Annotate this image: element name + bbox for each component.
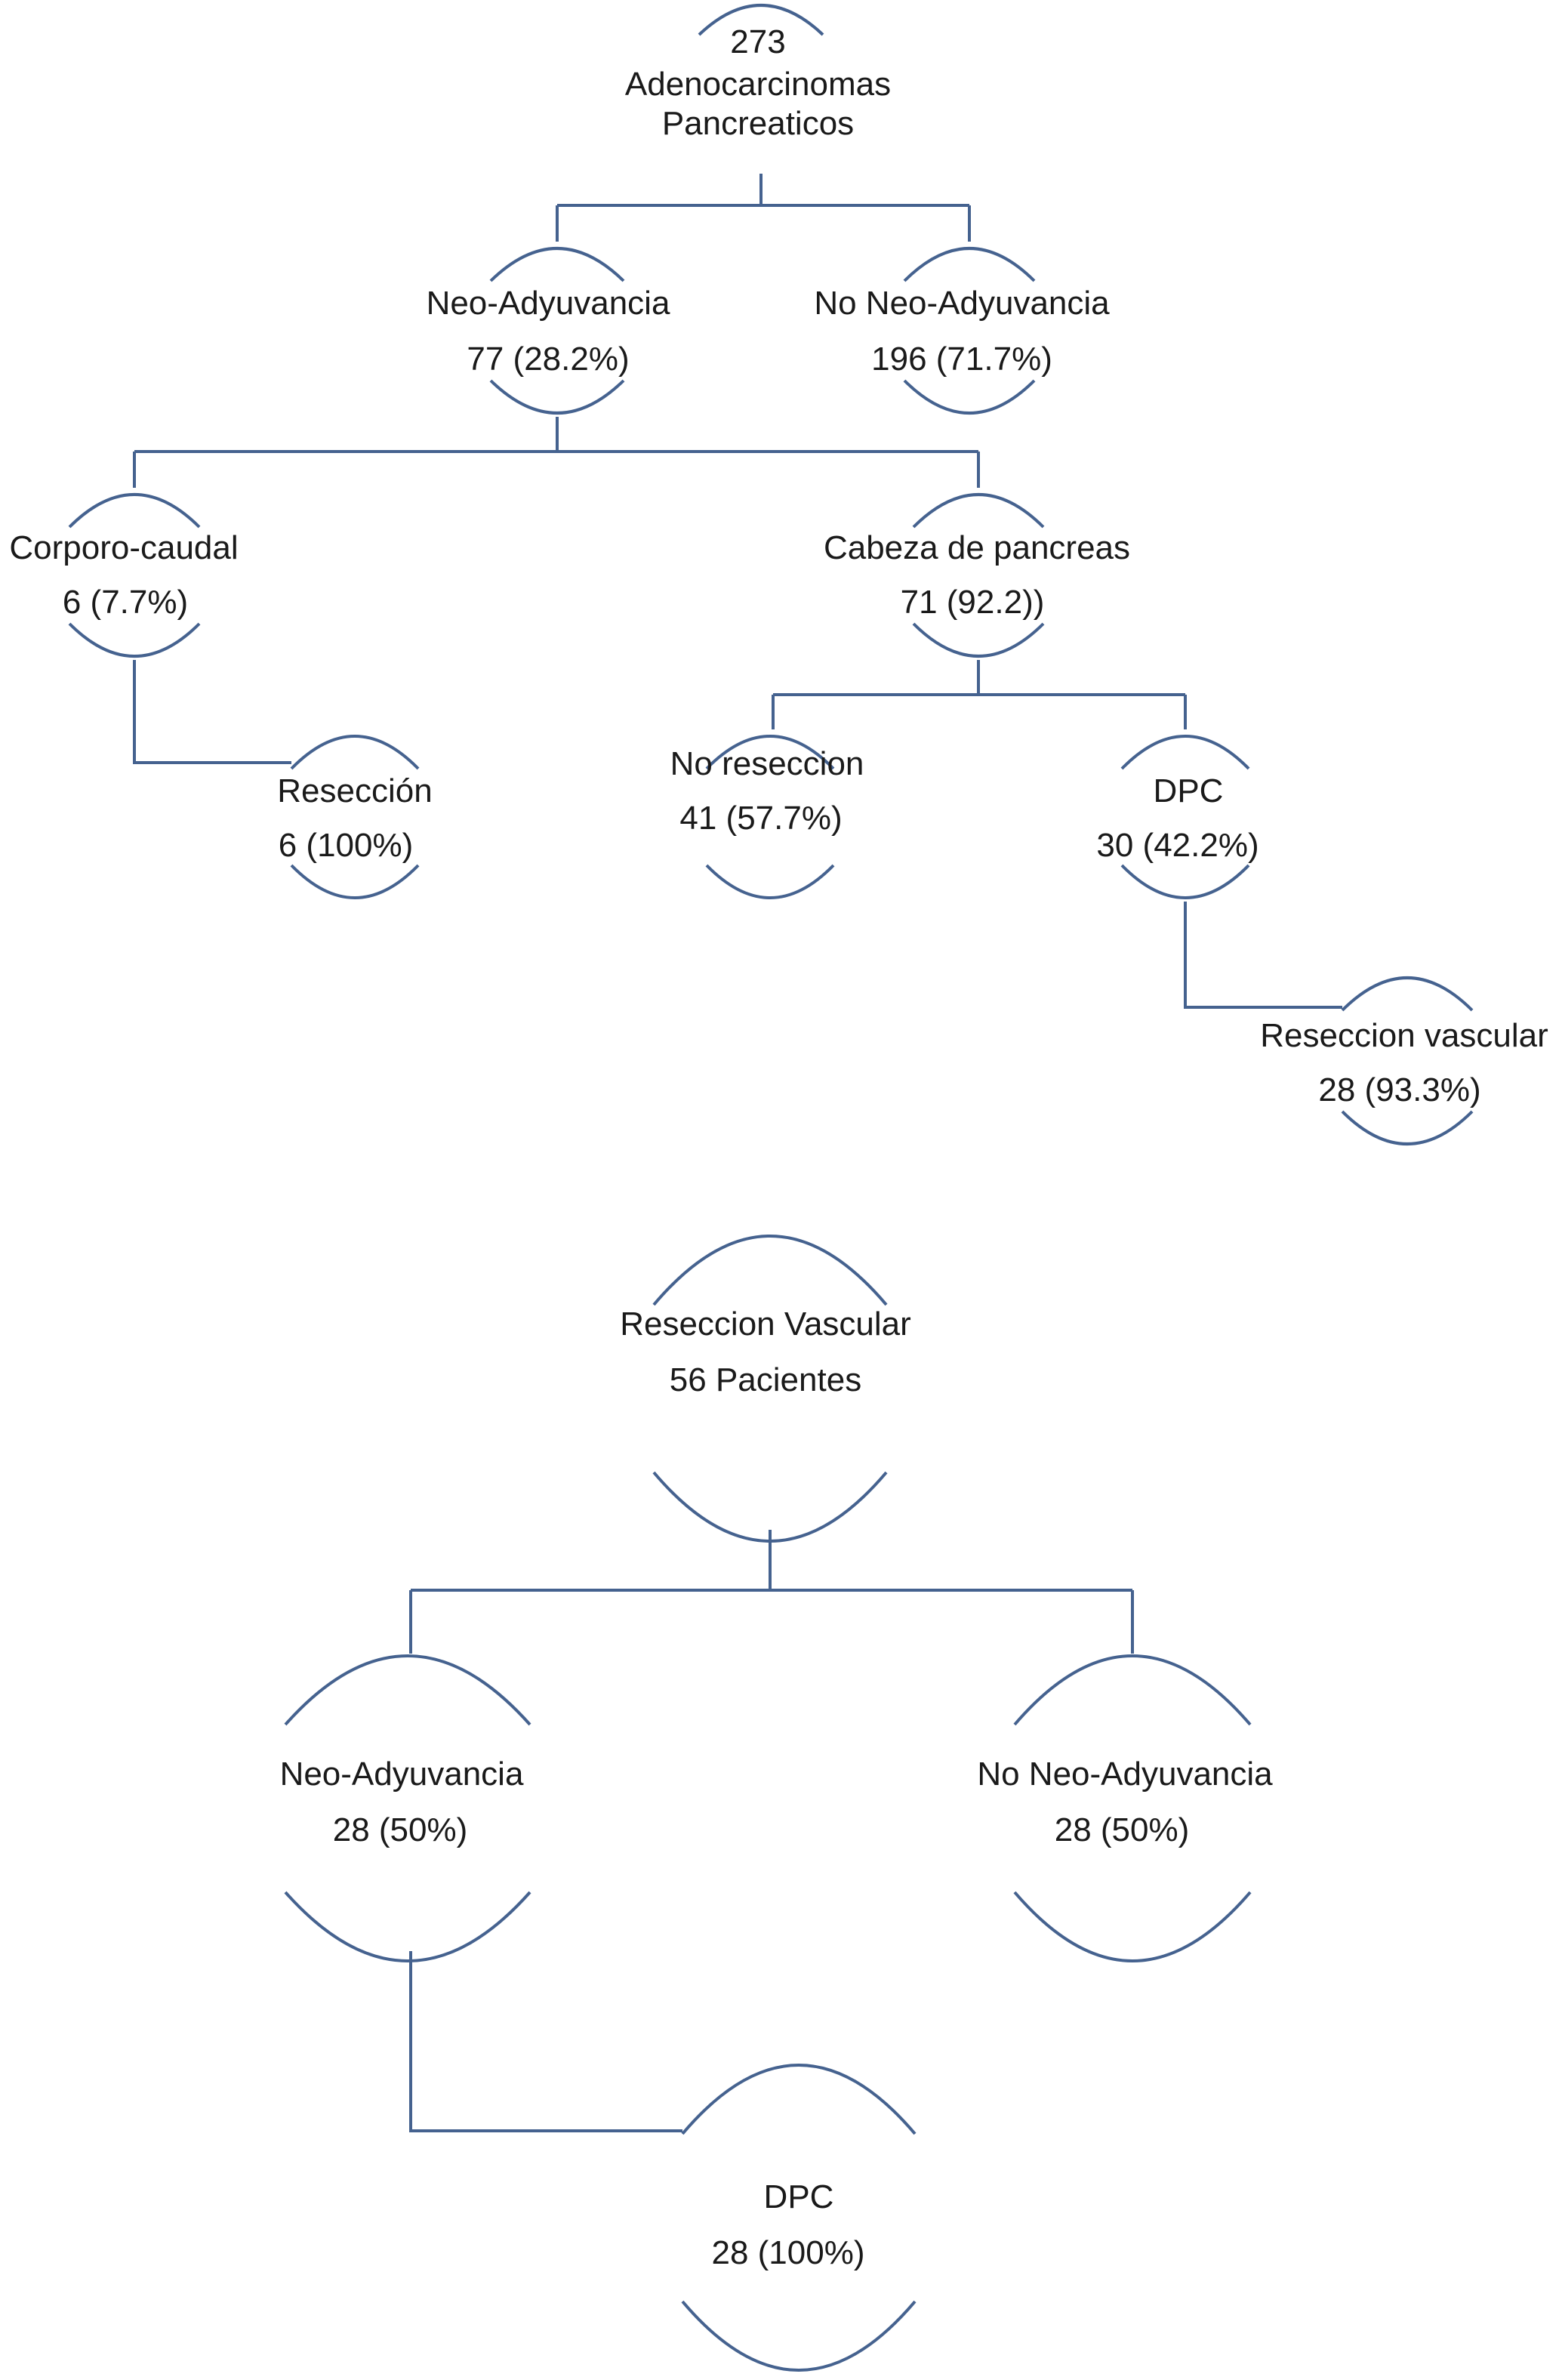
node-brace [681, 2300, 917, 2372]
edge-root-to-neo-groups [556, 174, 971, 242]
edge-neo-to-dpc [409, 1951, 682, 2132]
node-brace [705, 735, 835, 770]
tree2-braces [284, 1235, 1252, 2372]
node-brace [284, 1891, 531, 1962]
node-label-line: 6 (100%) [279, 827, 414, 864]
node-label-line: Reseccion vascular [1260, 1017, 1548, 1054]
tree1-braces [68, 4, 1474, 1145]
node-brace [1013, 1654, 1252, 1726]
node-brace [68, 622, 201, 658]
node-label-line: 273 [730, 23, 785, 60]
tree1-neo-node: Neo-Adyuvancia 77 (28.2%) [427, 285, 670, 378]
node-brace [290, 864, 420, 899]
tree1-root-node: 273 Adenocarcinomas Pancreaticos [625, 23, 891, 142]
node-brace [1120, 864, 1250, 899]
node-brace [698, 4, 824, 36]
tree2-dpc-node: DPC 28 (100%) [711, 2178, 864, 2271]
node-label-line: Resección [277, 772, 432, 809]
node-brace [68, 493, 201, 529]
edge-dpc-to-vascular [1184, 902, 1342, 1009]
tree1-cabeza-node: Cabeza de pancreas 71 (92.2)) [824, 529, 1130, 621]
node-label-line: Adenocarcinomas [625, 66, 891, 103]
tree2-neo-node: Neo-Adyuvancia 28 (50%) [280, 1756, 524, 1848]
node-brace [489, 247, 625, 282]
node-label-line: No Neo-Adyuvancia [814, 285, 1110, 322]
node-brace [290, 735, 420, 770]
node-label-line: DPC [1154, 772, 1224, 809]
node-brace [652, 1471, 888, 1543]
node-label-line: Reseccion Vascular [620, 1306, 911, 1343]
tree1-reseccion-vascular-node: Reseccion vascular 28 (93.3%) [1260, 1017, 1548, 1108]
node-label-line: Cabeza de pancreas [824, 529, 1130, 566]
node-brace [912, 622, 1045, 658]
edge-cabeza-to-surgery [772, 660, 1187, 729]
node-label-line: DPC [764, 2178, 834, 2215]
node-brace [903, 379, 1036, 415]
node-label-line: 30 (42.2%) [1096, 827, 1259, 864]
tree1-connectors [133, 174, 1342, 1009]
node-label-line: Pancreaticos [662, 105, 854, 142]
tree1-corporo-node: Corporo-caudal 6 (7.7%) [9, 529, 238, 621]
node-label-line: 56 Pacientes [670, 1361, 861, 1398]
edge-neo-to-location [133, 417, 980, 488]
tree2-root-node: Reseccion Vascular 56 Pacientes [620, 1306, 911, 1398]
tree2-no-neo-node: No Neo-Adyuvancia 28 (50%) [977, 1756, 1273, 1848]
node-label-line: 28 (50%) [1055, 1811, 1190, 1848]
node-brace [1120, 735, 1250, 770]
node-brace [681, 2064, 917, 2135]
node-label-line: No Neo-Adyuvancia [977, 1756, 1273, 1793]
node-label-line: Neo-Adyuvancia [280, 1756, 524, 1793]
node-label-line: No reseccion [670, 745, 864, 782]
node-brace [284, 1654, 531, 1726]
tree1-no-neo-node: No Neo-Adyuvancia 196 (71.7%) [814, 285, 1110, 378]
tree1-reseccion-node: Resección 6 (100%) [277, 772, 432, 864]
node-label-line: 28 (93.3%) [1318, 1071, 1480, 1108]
node-label-line: 41 (57.7%) [679, 800, 842, 837]
node-label-line: Neo-Adyuvancia [427, 285, 670, 322]
node-label-line: 6 (7.7%) [63, 584, 188, 621]
node-brace [912, 493, 1045, 529]
node-label-line: 196 (71.7%) [871, 341, 1052, 378]
node-brace [1341, 1110, 1474, 1145]
node-brace [1013, 1891, 1252, 1962]
node-label-line: 71 (92.2)) [901, 584, 1045, 621]
tree1-no-reseccion-node: No reseccion 41 (57.7%) [670, 745, 864, 837]
node-label-line: 28 (50%) [333, 1811, 468, 1848]
node-label-line: 28 (100%) [711, 2234, 864, 2271]
node-brace [1341, 976, 1474, 1012]
node-brace [705, 864, 835, 899]
edge-root-to-groups [409, 1530, 1134, 1654]
node-brace [903, 247, 1036, 282]
tree2-connectors [409, 1530, 1134, 2132]
node-label-line: Corporo-caudal [9, 529, 238, 566]
node-brace [652, 1235, 888, 1306]
edge-corporo-to-reseccion [133, 660, 291, 764]
node-label-line: 77 (28.2%) [467, 341, 629, 378]
tree1-dpc-node: DPC 30 (42.2%) [1096, 772, 1259, 864]
node-brace [489, 379, 625, 415]
